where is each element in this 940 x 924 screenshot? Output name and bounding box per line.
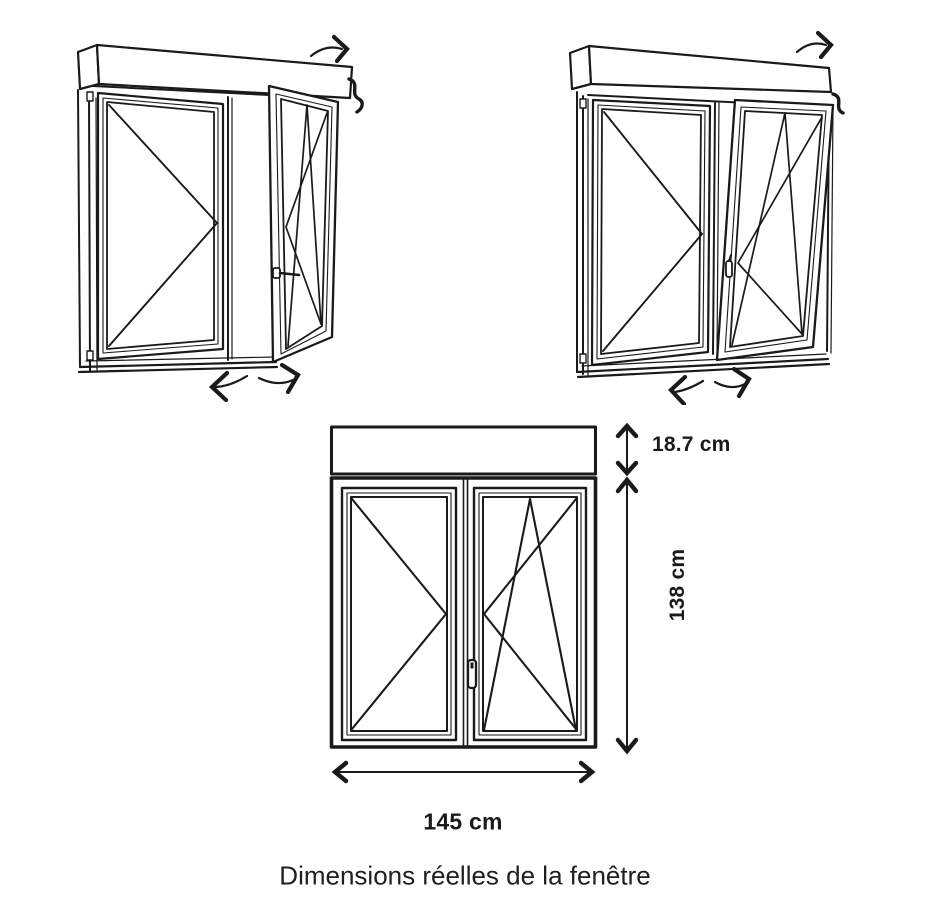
handle-icon bbox=[468, 660, 476, 688]
window-frame bbox=[78, 86, 277, 372]
open-sash bbox=[717, 100, 833, 360]
window-height-dimension-arrow-icon bbox=[618, 480, 636, 751]
shutter-box bbox=[332, 427, 596, 474]
casement-symbol-icon bbox=[286, 113, 327, 324]
shutter-box bbox=[78, 45, 352, 98]
swing-motion-arrows-icon bbox=[671, 369, 749, 404]
window-height-label: 138 cm bbox=[666, 548, 689, 622]
box-height-dimension-arrow-icon bbox=[618, 426, 636, 473]
left-sash bbox=[98, 93, 223, 359]
hinge-icon bbox=[87, 351, 93, 360]
window-swing-open-illustration-icon bbox=[55, 15, 385, 405]
swing-motion-arrows-icon bbox=[212, 365, 298, 400]
tilt-symbol-icon bbox=[288, 105, 321, 346]
sash-handle-icon bbox=[726, 255, 732, 277]
window-front-view-diagram bbox=[325, 415, 650, 790]
open-sash bbox=[269, 86, 338, 362]
hinge-icon bbox=[580, 99, 586, 108]
tilt-symbol-icon bbox=[484, 499, 576, 730]
tilt-symbol-icon bbox=[732, 113, 802, 345]
left-sash bbox=[342, 488, 456, 740]
left-sash bbox=[592, 100, 710, 365]
casement-symbol-icon bbox=[484, 499, 576, 729]
shutter-motion-arrow-icon bbox=[311, 37, 347, 61]
shutter-motion-arrow-icon bbox=[797, 33, 831, 57]
casement-symbol-icon bbox=[109, 105, 217, 346]
window-width-label: 145 cm bbox=[423, 808, 503, 835]
window-tilt-open-illustration-icon bbox=[545, 15, 890, 405]
casement-symbol-icon bbox=[352, 499, 446, 729]
mullion bbox=[464, 480, 468, 745]
right-sash bbox=[474, 488, 586, 740]
hinge-icon bbox=[580, 354, 586, 363]
strap-squiggle-icon bbox=[833, 94, 843, 113]
strap-squiggle-icon bbox=[349, 79, 362, 112]
hinge-icon bbox=[87, 92, 93, 101]
casement-symbol-icon bbox=[603, 112, 702, 351]
shutter-box-height-label: 18.7 cm bbox=[652, 433, 731, 456]
window-width-dimension-arrow-icon bbox=[335, 763, 592, 781]
shutter-box bbox=[570, 46, 831, 92]
figure-caption: Dimensions réelles de la fenêtre bbox=[279, 860, 651, 891]
sash-handle-icon bbox=[273, 268, 299, 278]
